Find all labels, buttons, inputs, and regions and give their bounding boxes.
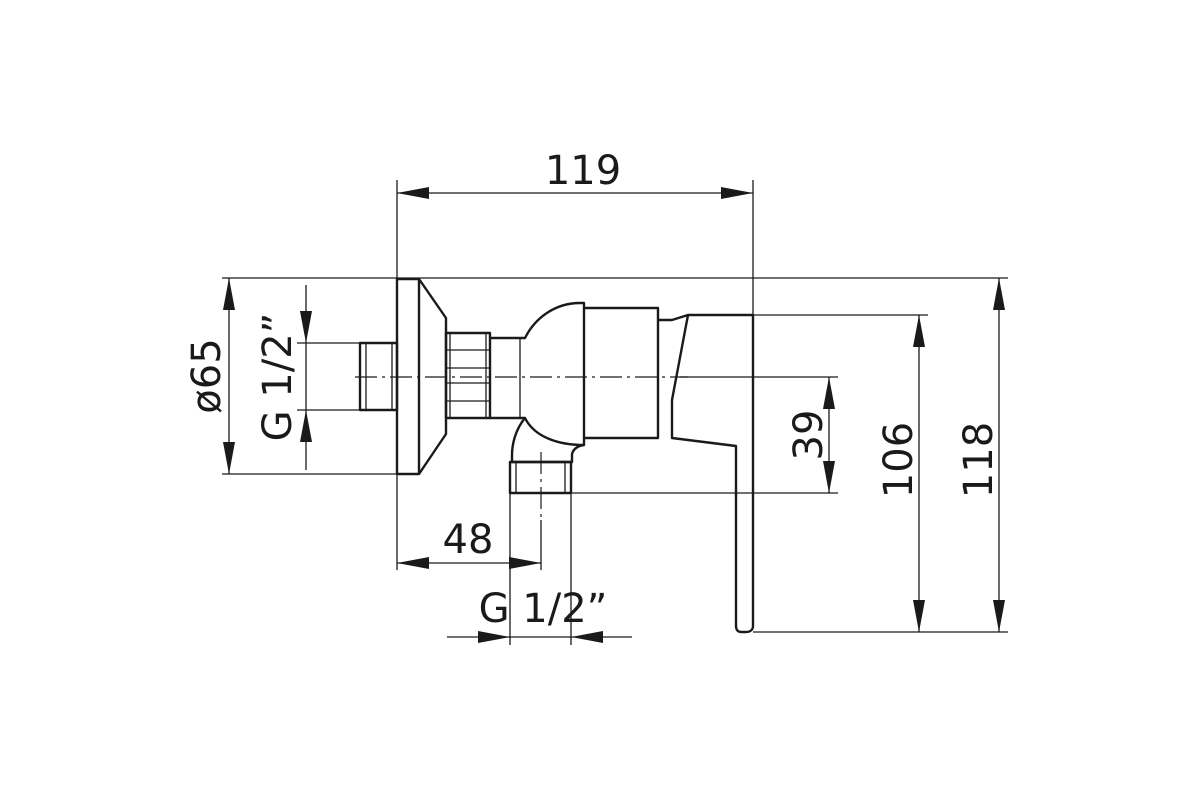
outlet-elbow xyxy=(510,417,585,464)
extension-lines xyxy=(222,180,1008,645)
hex-nut xyxy=(444,331,492,420)
center-lines xyxy=(355,376,688,520)
label-lever-height: 106 xyxy=(876,422,922,498)
label-flange-diameter: ø65 xyxy=(184,338,230,413)
dimension-outlet-thread: G 1/2” xyxy=(447,586,632,643)
mixer-body xyxy=(584,306,660,440)
mixer-outline xyxy=(358,277,755,634)
label-inlet-thread: G 1/2” xyxy=(255,313,301,442)
label-axis-to-outlet: 39 xyxy=(786,410,832,461)
dimension-outlet-offset: 48 xyxy=(397,517,541,569)
label-total-length: 119 xyxy=(545,148,621,194)
dimension-total-length: 119 xyxy=(397,148,753,199)
dimension-inlet-thread: G 1/2” xyxy=(255,285,312,470)
label-outlet-offset: 48 xyxy=(443,517,494,563)
dimension-axis-to-outlet: 39 xyxy=(786,377,835,493)
label-total-height: 118 xyxy=(956,422,1002,498)
lever-handle xyxy=(670,313,755,634)
dimension-flange-diameter: ø65 xyxy=(184,278,235,474)
connector-neck xyxy=(490,301,586,447)
dimension-total-height: 118 xyxy=(956,278,1005,632)
dimension-lever-height: 106 xyxy=(876,315,925,632)
label-outlet-thread: G 1/2” xyxy=(479,586,608,632)
